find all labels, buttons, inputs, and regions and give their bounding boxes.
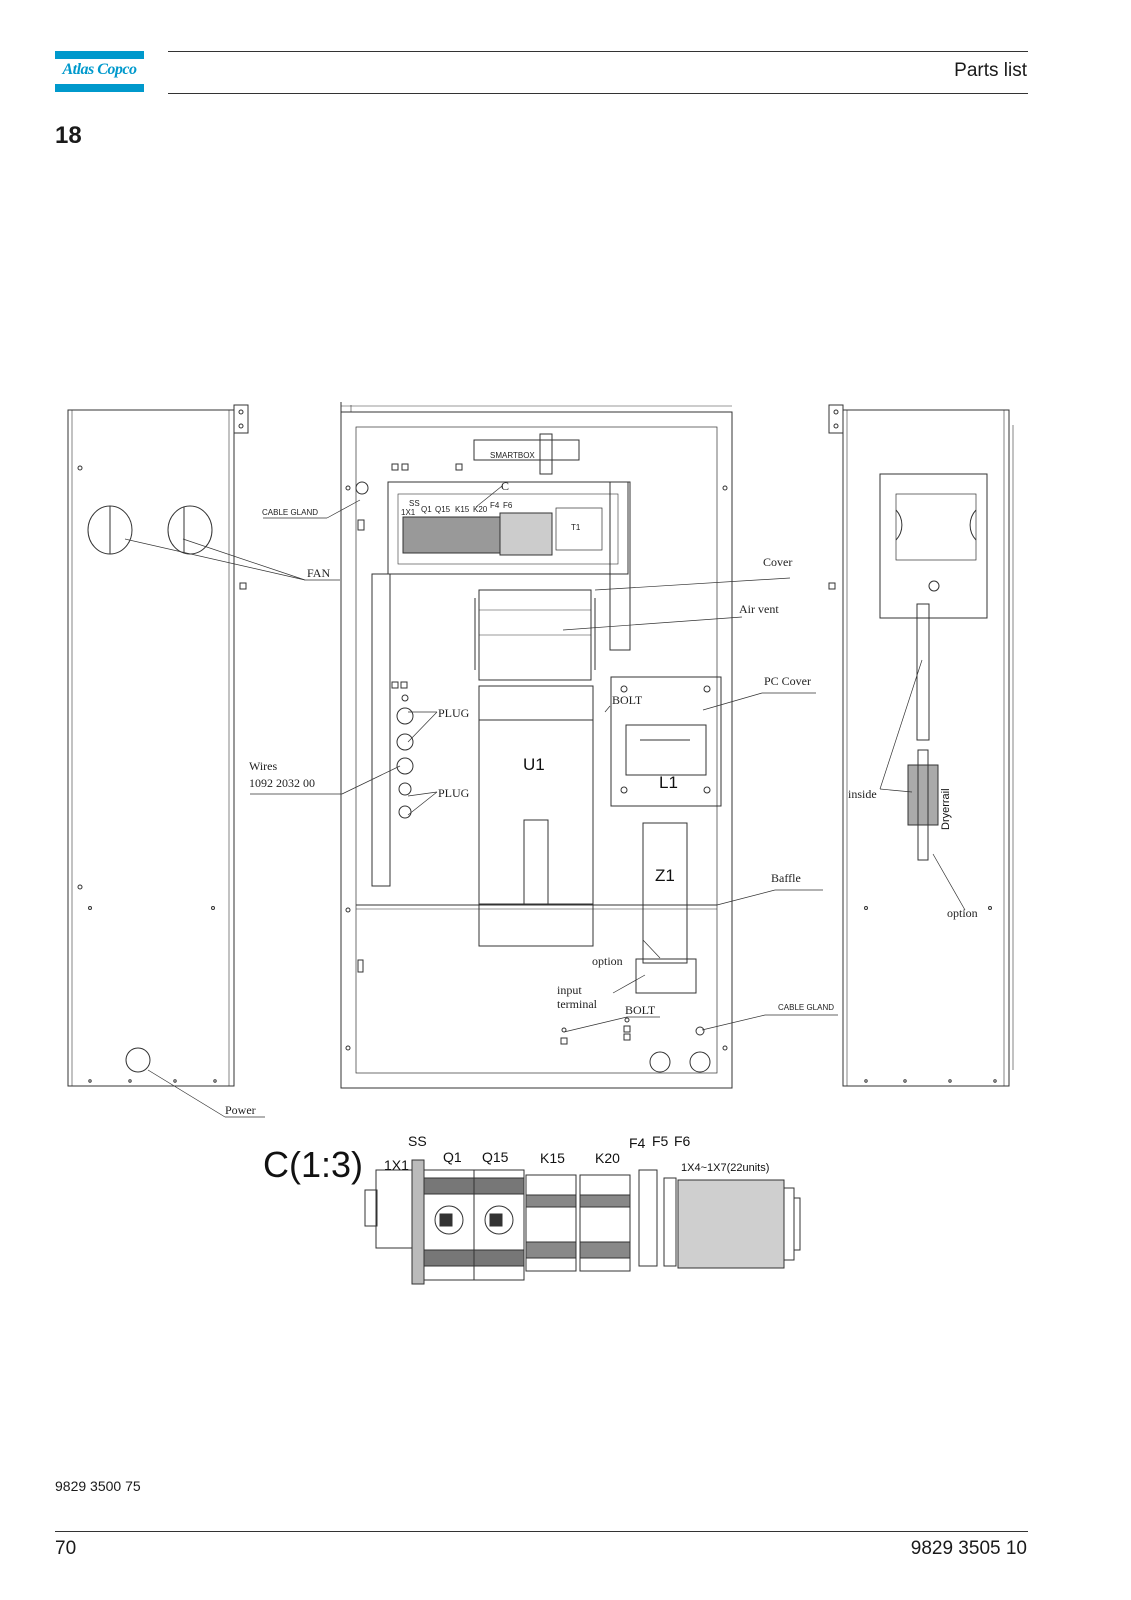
pc-cover-label: PC Cover xyxy=(764,674,811,688)
terminal-label: terminal xyxy=(557,997,598,1011)
detail-1x1-terminal xyxy=(411,1159,425,1285)
right-side-panel xyxy=(828,404,1014,1087)
header-title: Parts list xyxy=(954,60,1027,81)
option-label-right: option xyxy=(947,906,978,920)
left-duct xyxy=(371,573,391,887)
inside-label: inside xyxy=(848,787,877,801)
power-hole xyxy=(125,1047,151,1073)
left-side-panel xyxy=(67,404,361,1118)
mini-1x1-label: 1X1 xyxy=(401,508,416,517)
plug-label-bottom: PLUG xyxy=(438,786,470,800)
wires-label: Wires xyxy=(249,759,278,773)
wires-part-number: 1092 2032 00 xyxy=(249,776,315,790)
option-label-center: option xyxy=(592,954,623,968)
detail-f4-label: F4 xyxy=(629,1135,646,1151)
input-label: input xyxy=(557,983,582,997)
air-vent-label: Air vent xyxy=(739,602,779,616)
manual-number: 9829 3505 10 xyxy=(910,1538,1027,1559)
detail-terminals-label: 1X4~1X7(22units) xyxy=(681,1162,769,1174)
detail-c-enlarged xyxy=(364,1159,801,1285)
smartbox xyxy=(473,439,580,461)
bolt-label-bottom: BOLT xyxy=(625,1003,656,1017)
cover-label: Cover xyxy=(763,555,792,569)
fan-label: FAN xyxy=(307,566,330,580)
baffle-label: Baffle xyxy=(771,871,801,885)
header-top-rule xyxy=(168,51,1028,52)
detail-k15-contactor xyxy=(525,1174,577,1272)
section-number: 18 xyxy=(55,122,82,149)
pc-cover-l1 xyxy=(610,676,722,807)
mini-k20-label: K20 xyxy=(473,505,488,514)
page-number: 70 xyxy=(55,1538,77,1559)
mini-f6-label: F6 xyxy=(503,501,513,510)
cable-gland-label-bottom: CABLE GLAND xyxy=(778,1003,834,1012)
detail-k20-label: K20 xyxy=(595,1150,620,1166)
mini-q1-label: Q1 xyxy=(421,505,432,514)
cable-gland-hole xyxy=(355,481,369,495)
z1-filter xyxy=(642,822,688,964)
detail-f6-label: F6 xyxy=(674,1133,691,1149)
document-number: 9829 3500 75 xyxy=(55,1478,141,1494)
mini-f4-label: F4 xyxy=(490,501,500,510)
mini-q15-label: Q15 xyxy=(435,505,451,514)
header-bottom-rule xyxy=(168,93,1028,94)
component-plate xyxy=(387,481,629,575)
z1-label: Z1 xyxy=(655,866,675,885)
detail-fuse-block xyxy=(638,1169,658,1267)
detail-k15-label: K15 xyxy=(540,1150,565,1166)
mini-k15-label: K15 xyxy=(455,505,470,514)
u1-label: U1 xyxy=(523,755,545,774)
mini-ss-label: SS xyxy=(409,499,420,508)
detail-scale-label: C(1:3) xyxy=(263,1144,363,1185)
smartbox-label: SMARTBOX xyxy=(490,451,535,460)
u1-drive xyxy=(478,685,594,947)
detail-k20-contactor xyxy=(579,1174,631,1272)
logo-bottom-bar xyxy=(55,84,144,92)
detail-ss-label: SS xyxy=(408,1133,427,1149)
footer-rule xyxy=(55,1531,1028,1532)
dryer-rail-terminals xyxy=(907,764,939,826)
mini-t1-label: T1 xyxy=(571,523,581,532)
plug-label-top: PLUG xyxy=(438,706,470,720)
dryer-rail-bar xyxy=(916,603,930,741)
bolt-label-top: BOLT xyxy=(612,693,643,707)
detail-q15-label: Q15 xyxy=(482,1149,509,1165)
vertical-duct xyxy=(609,481,631,651)
detail-q1-label: Q1 xyxy=(443,1149,462,1165)
detail-f5-label: F5 xyxy=(652,1133,669,1149)
dryerrail-label: Dryerrail xyxy=(940,788,952,830)
cable-gland-label-top: CABLE GLAND xyxy=(262,508,318,517)
detail-terminal-strip xyxy=(677,1179,785,1269)
detail-1x1-label: 1X1 xyxy=(384,1157,409,1173)
l1-label: L1 xyxy=(659,773,678,792)
logo-text: Atlas Copco xyxy=(62,61,137,78)
center-cabinet xyxy=(250,402,838,1089)
c-callout-label: C xyxy=(501,479,509,493)
power-label: Power xyxy=(225,1103,256,1117)
logo-top-bar xyxy=(55,51,144,59)
atlas-copco-logo: Atlas Copco xyxy=(55,51,144,92)
